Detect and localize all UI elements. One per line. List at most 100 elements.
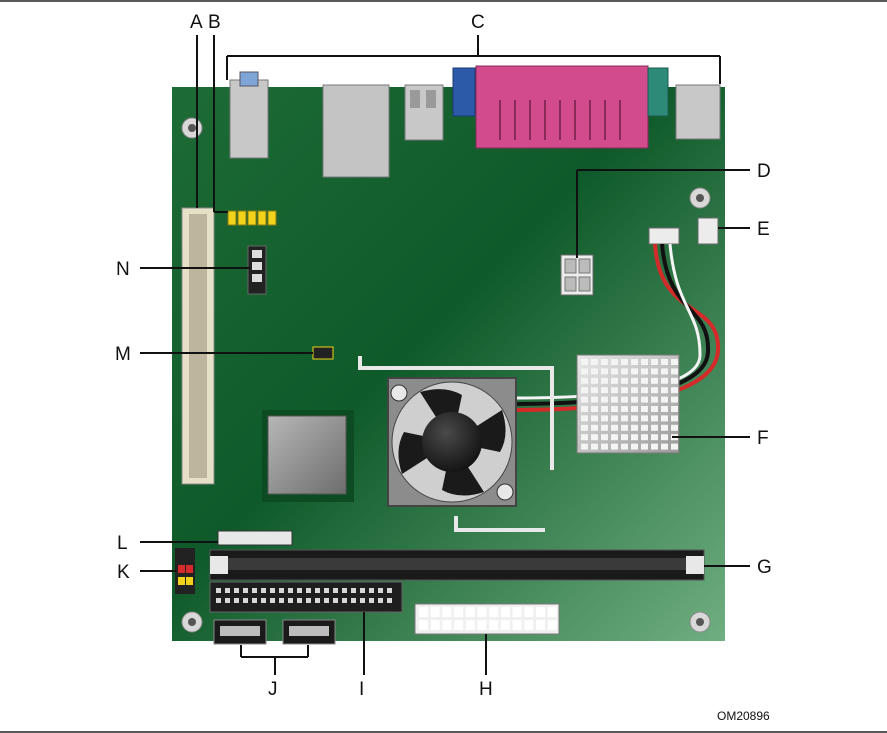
detail-cell: [601, 397, 608, 403]
detail-cell: [342, 598, 347, 603]
pci-slot: [182, 208, 214, 484]
serial-port-left: [453, 68, 475, 116]
detail-cell: [601, 425, 608, 431]
detail-cell: [342, 588, 347, 593]
detail-cell: [611, 425, 618, 431]
fan-header-e: [698, 218, 718, 244]
detail-cell: [360, 588, 365, 593]
detail-cell: [581, 444, 588, 450]
detail-cell: [513, 607, 522, 617]
detail-cell: [419, 620, 428, 630]
callout-a: A: [190, 12, 203, 33]
detail-cell: [671, 387, 678, 393]
detail-cell: [671, 378, 678, 384]
detail-cell: [333, 588, 338, 593]
parallel-port: [476, 66, 648, 148]
detail-cell: [641, 434, 648, 440]
jumper-m: [313, 347, 333, 359]
detail-cell: [601, 359, 608, 365]
detail-cell: [315, 598, 320, 603]
lan-usb-stack: [323, 85, 389, 177]
detail-cell: [431, 607, 440, 617]
detail-cell: [591, 387, 598, 393]
detail-cell: [601, 387, 608, 393]
detail-cell: [442, 607, 451, 617]
detail-cell: [548, 607, 557, 617]
detail-cell: [621, 397, 628, 403]
detail-cell: [601, 444, 608, 450]
detail-cell: [601, 434, 608, 440]
detail-cell: [641, 415, 648, 421]
detail-cell: [369, 598, 374, 603]
callout-g: G: [757, 557, 772, 578]
detail-cell: [591, 434, 598, 440]
detail-cell: [234, 588, 239, 593]
detail-cell: [297, 588, 302, 593]
detail-cell: [466, 620, 475, 630]
detail-cell: [369, 588, 374, 593]
detail-cell: [489, 607, 498, 617]
detail-cell: [661, 425, 668, 431]
detail-cell: [252, 588, 257, 593]
detail-cell: [661, 406, 668, 412]
detail-cell: [661, 415, 668, 421]
ps2-port: [230, 80, 268, 158]
detail-cell: [641, 406, 648, 412]
serial-port-right: [648, 68, 668, 116]
detail-cell: [651, 387, 658, 393]
detail-cell: [641, 359, 648, 365]
detail-cell: [261, 588, 266, 593]
detail-cell: [581, 359, 588, 365]
detail-cell: [234, 598, 239, 603]
detail-cell: [671, 415, 678, 421]
detail-cell: [631, 406, 638, 412]
detail-cell: [513, 620, 522, 630]
detail-cell: [524, 607, 533, 617]
detail-cell: [591, 397, 598, 403]
detail-cell: [631, 444, 638, 450]
detail-cell: [591, 368, 598, 374]
detail-cell: [454, 607, 463, 617]
detail-cell: [611, 434, 618, 440]
callout-m: M: [115, 344, 131, 365]
callout-i: I: [359, 679, 364, 700]
detail-cell: [306, 588, 311, 593]
detail-cell: [591, 406, 598, 412]
detail-cell: [378, 598, 383, 603]
detail-cell: [581, 425, 588, 431]
detail-cell: [478, 620, 487, 630]
detail-cell: [641, 444, 648, 450]
detail-cell: [671, 425, 678, 431]
fan-header-cable: [649, 228, 679, 244]
detail-cell: [651, 444, 658, 450]
detail-cell: [631, 425, 638, 431]
detail-cell: [611, 444, 618, 450]
detail-cell: [501, 607, 510, 617]
detail-cell: [651, 434, 658, 440]
detail-cell: [671, 359, 678, 365]
detail-cell: [651, 415, 658, 421]
detail-cell: [601, 368, 608, 374]
header-k: [175, 548, 195, 594]
detail-cell: [270, 598, 275, 603]
detail-cell: [225, 588, 230, 593]
detail-cell: [661, 359, 668, 365]
detail-cell: [631, 415, 638, 421]
detail-cell: [536, 620, 545, 630]
detail-cell: [601, 415, 608, 421]
detail-cell: [288, 588, 293, 593]
detail-cell: [671, 444, 678, 450]
detail-cell: [243, 588, 248, 593]
detail-cell: [631, 378, 638, 384]
detail-cell: [489, 620, 498, 630]
detail-cell: [621, 444, 628, 450]
detail-cell: [351, 588, 356, 593]
callout-b: B: [208, 12, 221, 33]
audio-port: [676, 85, 720, 139]
detail-cell: [641, 368, 648, 374]
detail-cell: [581, 378, 588, 384]
detail-cell: [252, 598, 257, 603]
detail-cell: [216, 588, 221, 593]
detail-cell: [333, 598, 338, 603]
detail-cell: [225, 598, 230, 603]
